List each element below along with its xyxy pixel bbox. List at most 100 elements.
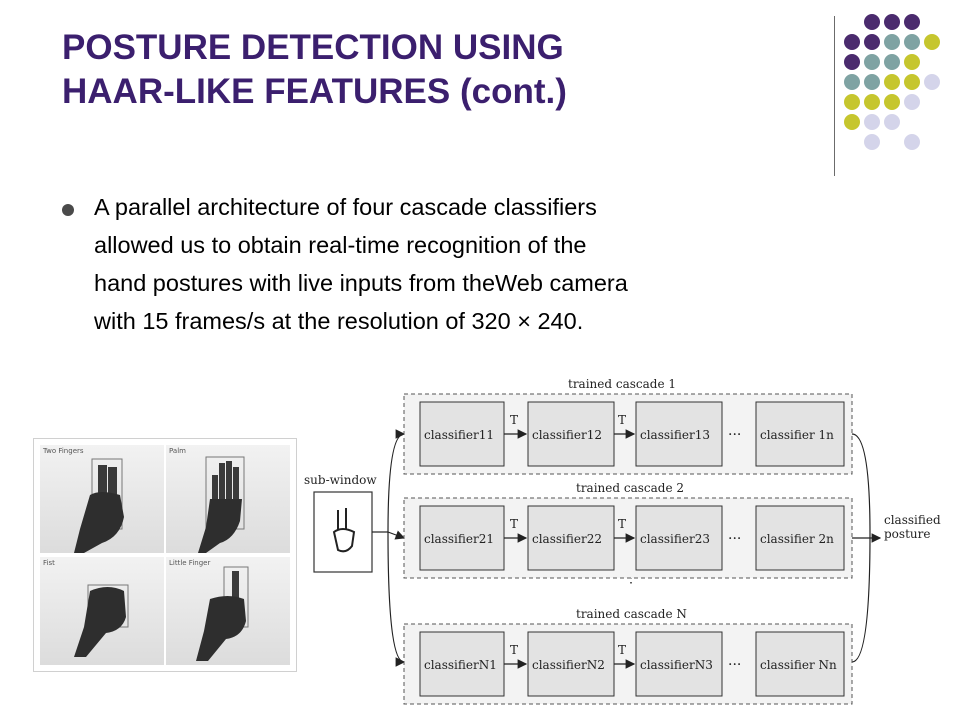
dot-lavender <box>884 114 900 130</box>
sub-window-box <box>313 491 373 573</box>
title-divider <box>834 16 835 176</box>
fan-out-arrow-2 <box>387 530 406 540</box>
classifier-label: classifier12 <box>532 428 602 442</box>
dot-olive <box>904 54 920 70</box>
classifier-box <box>419 505 505 571</box>
dot-olive <box>844 94 860 110</box>
classifier-label: classifierN1 <box>424 658 497 672</box>
bullet-marker <box>62 204 74 216</box>
dot-purple <box>884 14 900 30</box>
photo-label: Little Finger <box>169 559 211 567</box>
fan-out-arrow-1 <box>387 429 406 533</box>
fan-out-arrow-n <box>387 531 406 667</box>
output-label-line-1: classified <box>884 513 941 527</box>
output-label-line-2: posture <box>884 527 930 541</box>
threshold-label: T <box>510 643 518 657</box>
cascade-n: trained cascade N classifierN1 T classif… <box>403 607 853 705</box>
hand-sketch-icon <box>332 508 356 553</box>
cascade-title: trained cascade N <box>576 607 687 621</box>
dot-purple <box>904 14 920 30</box>
dot-olive <box>924 34 940 50</box>
fan-in-line-1 <box>851 433 871 535</box>
photo-label: Palm <box>169 447 186 455</box>
classifier-label: classifier23 <box>640 532 710 546</box>
classifier-label: classifier Nn <box>760 658 837 672</box>
threshold-label: T <box>618 643 626 657</box>
hand-posture-photos: Two Fingers Palm Fist Little Finger <box>33 438 297 672</box>
dot-lavender <box>864 134 880 150</box>
dot-teal <box>904 34 920 50</box>
dot-olive <box>884 94 900 110</box>
hand-fist-image <box>74 584 129 657</box>
photo-two-fingers: Two Fingers <box>40 445 164 553</box>
sub-window-label: sub-window <box>304 473 377 487</box>
dot-olive <box>884 74 900 90</box>
decorative-dot-grid <box>844 14 954 154</box>
title-line-1: POSTURE DETECTION USING <box>62 28 564 67</box>
hand-two-fingers-image <box>74 458 124 553</box>
photo-fist: Fist <box>40 557 164 665</box>
dot-teal <box>864 54 880 70</box>
dot-purple <box>864 34 880 50</box>
dot-lavender <box>904 134 920 150</box>
classifier-box <box>755 401 845 467</box>
classifier-label: classifierN2 <box>532 658 605 672</box>
cascade-title: trained cascade 1 <box>568 377 676 391</box>
dot-teal <box>884 34 900 50</box>
hand-palm-image <box>198 456 245 553</box>
classifier-label: classifier11 <box>424 428 494 442</box>
classifier-label: classifierN3 <box>640 658 713 672</box>
bullet-line-4: with 15 frames/s at the resolution of 32… <box>94 308 584 334</box>
horizontal-ellipsis: ··· <box>728 657 741 673</box>
dot-olive <box>904 74 920 90</box>
dot-lavender <box>864 114 880 130</box>
horizontal-ellipsis: ··· <box>728 531 741 547</box>
dot-olive <box>864 94 880 110</box>
dot-lavender <box>924 74 940 90</box>
classifier-box <box>527 401 615 467</box>
fan-in-line-n <box>851 533 871 663</box>
threshold-label: T <box>510 517 518 531</box>
threshold-label: T <box>618 517 626 531</box>
dot-purple <box>844 54 860 70</box>
classifier-label: classifier 2n <box>760 532 834 546</box>
bullet-line-1: A parallel architecture of four cascade … <box>94 194 597 220</box>
classifier-box <box>527 505 615 571</box>
dot-teal <box>844 74 860 90</box>
photo-label: Two Fingers <box>43 447 84 455</box>
classifier-box <box>419 401 505 467</box>
threshold-label: T <box>618 413 626 427</box>
title-line-2: HAAR-LIKE FEATURES (cont.) <box>62 72 567 111</box>
dot-teal <box>884 54 900 70</box>
bullet-line-3: hand postures with live inputs from theW… <box>94 270 628 296</box>
dot-teal <box>864 74 880 90</box>
classifier-box <box>755 631 845 697</box>
dot-lavender <box>904 94 920 110</box>
classifier-box <box>635 505 723 571</box>
classifier-label: classifier21 <box>424 532 494 546</box>
bullet-line-2: allowed us to obtain real-time recogniti… <box>94 232 587 258</box>
slide-title: POSTURE DETECTION USING HAAR-LIKE FEATUR… <box>62 26 782 114</box>
horizontal-ellipsis: ··· <box>728 427 741 443</box>
cascade-title: trained cascade 2 <box>576 481 684 495</box>
photo-palm: Palm <box>166 445 290 553</box>
dot-olive <box>844 114 860 130</box>
classifier-box <box>755 505 845 571</box>
classifier-box <box>527 631 615 697</box>
threshold-label: T <box>510 413 518 427</box>
hand-little-finger-image <box>196 566 249 661</box>
classifier-box <box>419 631 505 697</box>
classifier-label: classifier13 <box>640 428 710 442</box>
cascade-2: trained cascade 2 classifier21 T classif… <box>403 481 853 579</box>
classifier-label: classifier 1n <box>760 428 834 442</box>
cascade-classifier-diagram: sub-window classified posture ⋮ trained … <box>304 377 941 705</box>
classifier-box <box>635 401 723 467</box>
bullet-text: A parallel architecture of four cascade … <box>94 188 894 340</box>
photo-little-finger: Little Finger <box>166 557 290 665</box>
cascade-1: trained cascade 1 classifier11 T classif… <box>403 377 853 475</box>
photo-label: Fist <box>43 559 55 567</box>
classifier-label: classifier22 <box>532 532 602 546</box>
dot-purple <box>844 34 860 50</box>
classifier-box <box>635 631 723 697</box>
dot-purple <box>864 14 880 30</box>
